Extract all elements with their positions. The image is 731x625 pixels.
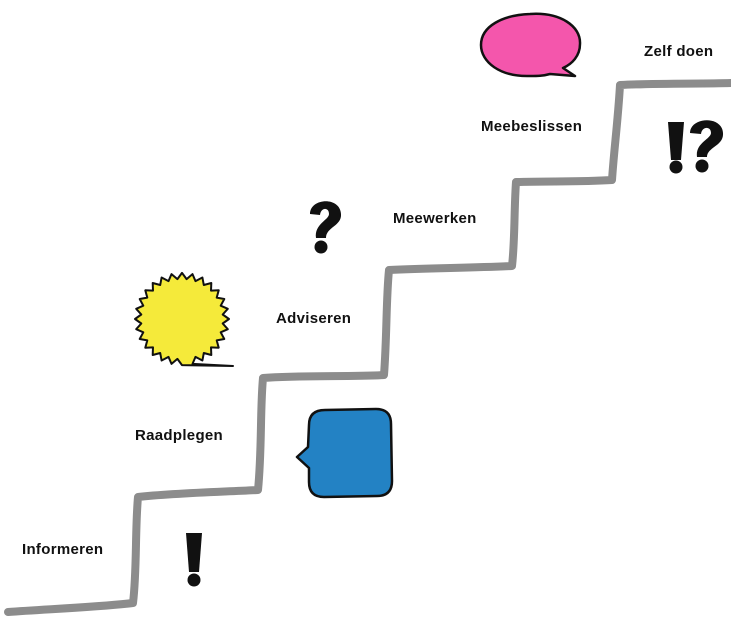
step-label-zelf-doen: Zelf doen: [644, 43, 714, 60]
step-label-meewerken: Meewerken: [393, 210, 477, 227]
question-icon: [310, 201, 342, 254]
step-label-raadplegen: Raadplegen: [135, 427, 224, 444]
step-label-adviseren: Adviseren: [276, 310, 352, 327]
oval-speech-bubble-icon: [479, 12, 582, 78]
step-label-informeren: Informeren: [22, 541, 104, 558]
staircase-line: [4, 79, 731, 616]
starburst-speech-bubble-icon: [134, 271, 234, 367]
square-speech-bubble-icon: [295, 407, 394, 499]
exclamation-icon: [186, 533, 202, 587]
interrobang-icon: [668, 120, 724, 174]
step-label-meebeslissen: Meebeslissen: [481, 118, 583, 135]
